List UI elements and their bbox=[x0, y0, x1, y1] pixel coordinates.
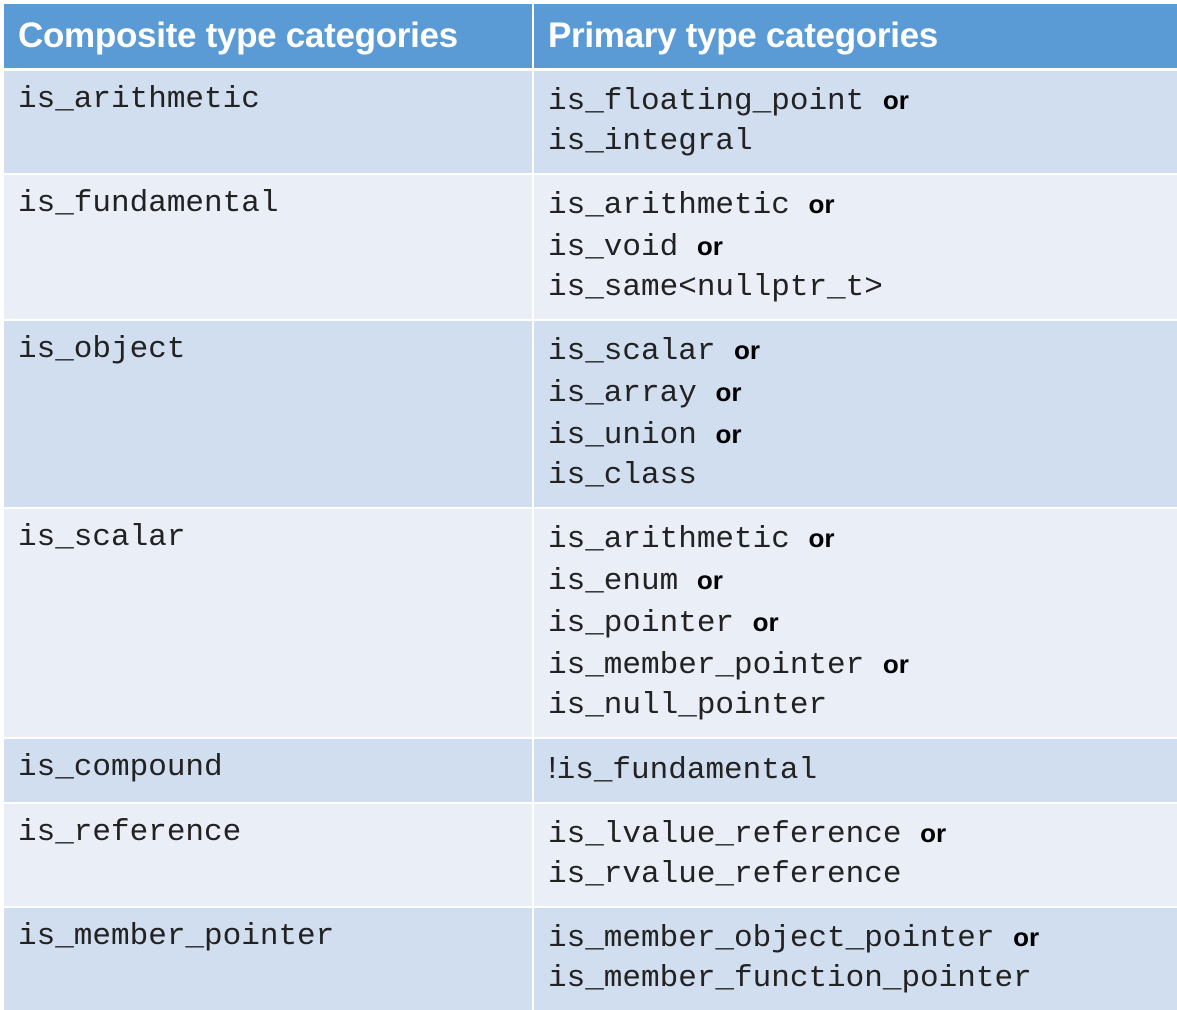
primary-category-line: is_arithmetic or bbox=[548, 184, 1177, 226]
header-composite: Composite type categories bbox=[4, 4, 533, 70]
primary-category: is_member_function_pointer bbox=[548, 961, 1032, 996]
primary-category: is_class bbox=[548, 458, 697, 493]
primary-category: is_same<nullptr_t> bbox=[548, 270, 883, 305]
composite-category-cell: is_object bbox=[4, 320, 533, 508]
primary-category: is_union bbox=[548, 418, 697, 453]
composite-category: is_reference bbox=[18, 813, 532, 853]
primary-category-line: is_member_pointer or bbox=[548, 644, 1177, 686]
composite-category: is_compound bbox=[18, 748, 532, 788]
composite-category-cell: is_compound bbox=[4, 738, 533, 803]
composite-category: is_arithmetic bbox=[18, 80, 532, 120]
primary-category: is_fundamental bbox=[557, 753, 817, 788]
negation-operator: ! bbox=[548, 750, 557, 785]
primary-categories-cell: !is_fundamental bbox=[533, 738, 1177, 803]
header-row: Composite type categories Primary type c… bbox=[4, 4, 1177, 70]
primary-category-line: is_scalar or bbox=[548, 330, 1177, 372]
primary-category-line: !is_fundamental bbox=[548, 748, 1177, 791]
primary-category-line: is_class bbox=[548, 456, 1177, 496]
composite-category-cell: is_member_pointer bbox=[4, 907, 533, 1010]
primary-category-line: is_floating_point or bbox=[548, 80, 1177, 122]
composite-category-cell: is_reference bbox=[4, 803, 533, 907]
or-connector: or bbox=[883, 649, 909, 679]
primary-category-line: is_union or bbox=[548, 414, 1177, 456]
primary-category-line: is_same<nullptr_t> bbox=[548, 268, 1177, 308]
primary-category-line: is_rvalue_reference bbox=[548, 855, 1177, 895]
primary-category-line: is_pointer or bbox=[548, 602, 1177, 644]
or-connector: or bbox=[734, 335, 760, 365]
composite-category: is_fundamental bbox=[18, 184, 532, 224]
header-primary: Primary type categories bbox=[533, 4, 1177, 70]
primary-category: is_array bbox=[548, 376, 697, 411]
composite-category: is_scalar bbox=[18, 518, 532, 558]
or-connector: or bbox=[715, 419, 741, 449]
primary-category-line: is_member_function_pointer bbox=[548, 959, 1177, 999]
primary-category: is_pointer bbox=[548, 606, 734, 641]
or-connector: or bbox=[920, 818, 946, 848]
primary-category: is_arithmetic bbox=[548, 188, 790, 223]
composite-category: is_object bbox=[18, 330, 532, 370]
primary-category: is_lvalue_reference bbox=[548, 817, 901, 852]
primary-category-line: is_enum or bbox=[548, 560, 1177, 602]
composite-category-cell: is_fundamental bbox=[4, 174, 533, 320]
primary-category: is_void bbox=[548, 230, 678, 265]
or-connector: or bbox=[1013, 922, 1039, 952]
primary-category: is_rvalue_reference bbox=[548, 857, 901, 892]
primary-category: is_scalar bbox=[548, 334, 715, 369]
or-connector: or bbox=[883, 85, 909, 115]
or-connector: or bbox=[697, 231, 723, 261]
primary-category: is_arithmetic bbox=[548, 522, 790, 557]
or-connector: or bbox=[808, 523, 834, 553]
primary-category-line: is_null_pointer bbox=[548, 686, 1177, 726]
primary-category: is_integral bbox=[548, 124, 753, 159]
primary-category-line: is_arithmetic or bbox=[548, 518, 1177, 560]
or-connector: or bbox=[715, 377, 741, 407]
or-connector: or bbox=[697, 565, 723, 595]
primary-category-line: is_void or bbox=[548, 226, 1177, 268]
primary-category-line: is_lvalue_reference or bbox=[548, 813, 1177, 855]
primary-category-line: is_integral bbox=[548, 122, 1177, 162]
primary-category: is_floating_point bbox=[548, 84, 864, 119]
primary-category-line: is_member_object_pointer or bbox=[548, 917, 1177, 959]
or-connector: or bbox=[753, 607, 779, 637]
composite-category-cell: is_arithmetic bbox=[4, 70, 533, 175]
type-categories-table: Composite type categories Primary type c… bbox=[4, 4, 1177, 1010]
primary-category: is_member_pointer bbox=[548, 648, 864, 683]
primary-category: is_null_pointer bbox=[548, 688, 827, 723]
primary-category-line: is_array or bbox=[548, 372, 1177, 414]
or-connector: or bbox=[808, 189, 834, 219]
table-row: is_compound!is_fundamental bbox=[4, 738, 1177, 803]
primary-category: is_member_object_pointer bbox=[548, 921, 994, 956]
primary-category: is_enum bbox=[548, 564, 678, 599]
composite-category: is_member_pointer bbox=[18, 917, 532, 957]
composite-category-cell: is_scalar bbox=[4, 508, 533, 738]
